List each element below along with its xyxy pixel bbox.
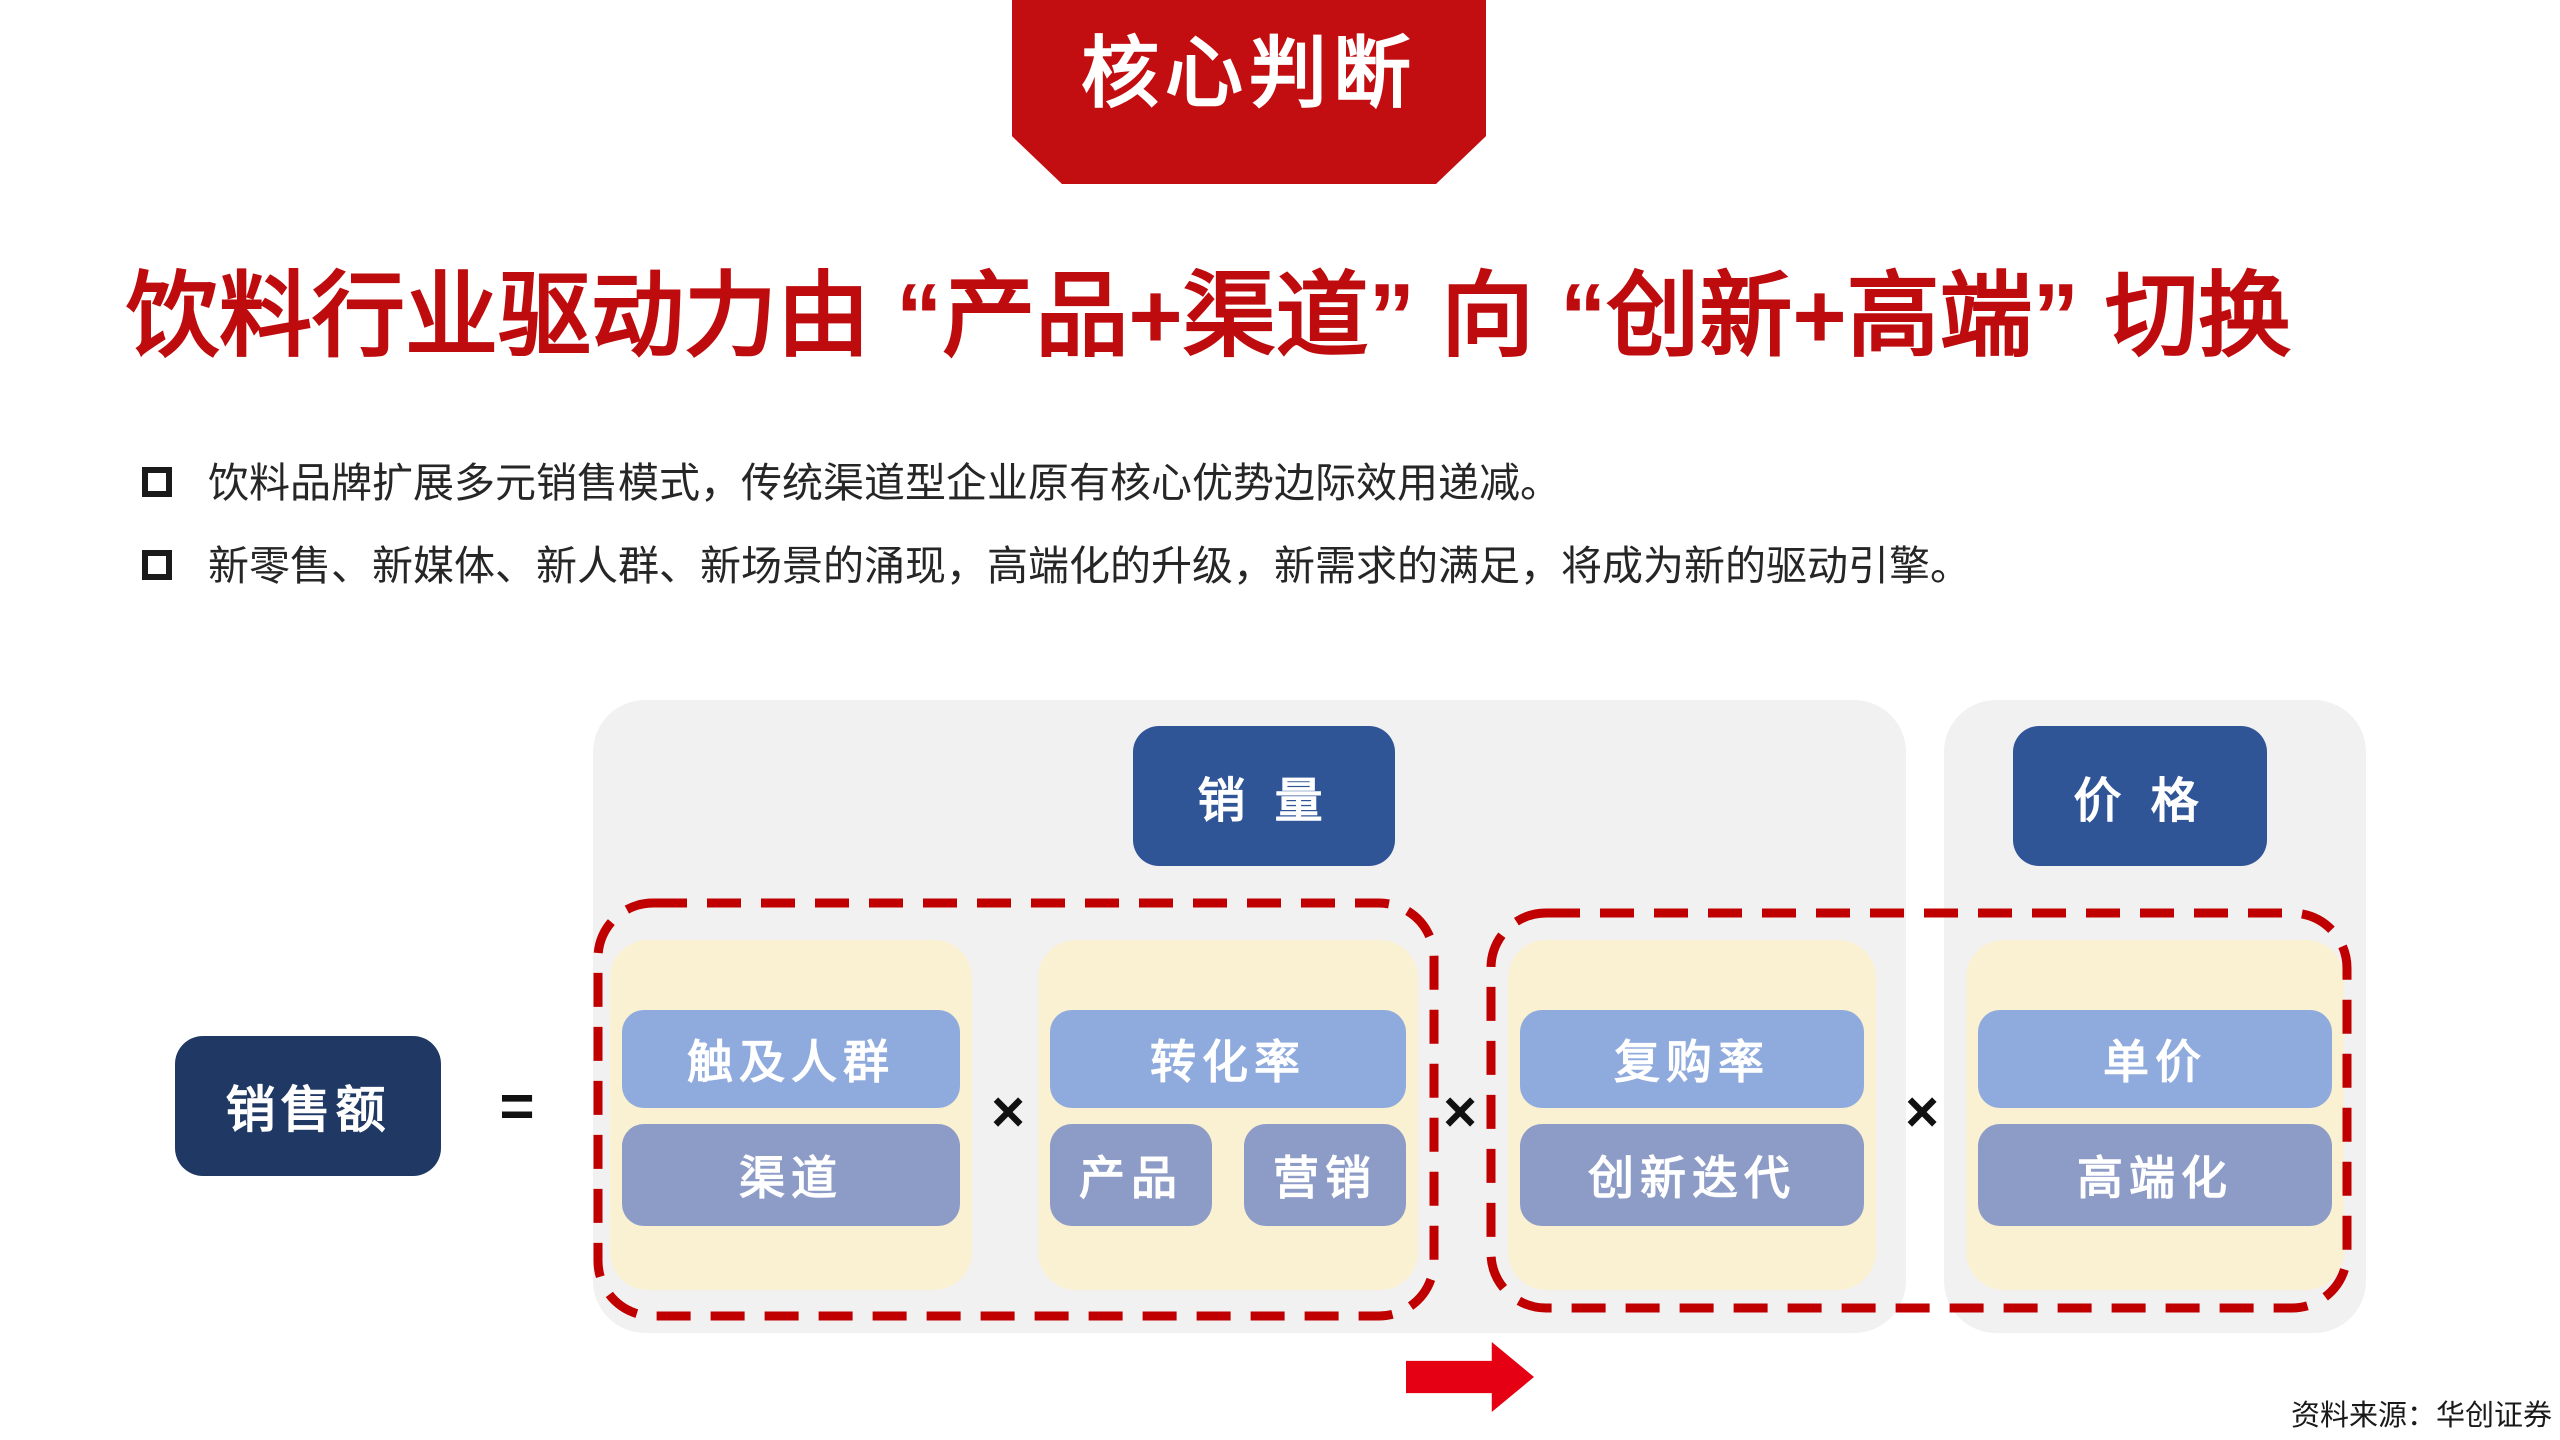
page-title: 饮料行业驱动力由 “产品+渠道” 向 “创新+高端” 切换 [126, 264, 2291, 368]
group-unit-price: 单价 高端化 [1966, 940, 2344, 1290]
factor-box-bottom: 产品 [1050, 1124, 1212, 1226]
factor-box-top: 转化率 [1050, 1010, 1406, 1108]
volume-label-box: 销 量 [1133, 726, 1395, 866]
multiply-sign: × [1443, 1079, 1477, 1145]
factor-box-bottom: 高端化 [1978, 1124, 2332, 1226]
equals-sign: = [499, 1072, 535, 1140]
factor-box-top: 触及人群 [622, 1010, 960, 1108]
core-judgment-badge: 核心判断 [1012, 0, 1486, 184]
group-repurchase: 复购率 创新迭代 [1508, 940, 1876, 1290]
volume-label: 销 量 [1197, 775, 1331, 828]
square-bullet-icon [142, 467, 172, 497]
factor-bottom-row: 高端化 [1978, 1124, 2332, 1226]
sales-amount-label: 销售额 [225, 1082, 391, 1138]
source-note: 资料来源：华创证券 [2290, 1400, 2552, 1432]
factor-box-top: 单价 [1978, 1010, 2332, 1108]
bullet-text: 饮料品牌扩展多元销售模式，传统渠道型企业原有核心优势边际效用递减。 [208, 460, 1561, 506]
multiply-sign: × [991, 1079, 1025, 1145]
red-arrow-icon [1406, 1342, 1534, 1412]
sales-amount-box: 销售额 [175, 1036, 441, 1176]
factor-box-top: 复购率 [1520, 1010, 1864, 1108]
factor-box-bottom: 创新迭代 [1520, 1124, 1864, 1226]
badge-label: 核心判断 [1080, 29, 1417, 117]
price-label: 价 格 [2073, 775, 2207, 828]
factor-bottom-row: 创新迭代 [1520, 1124, 1864, 1226]
list-item: 饮料品牌扩展多元销售模式，传统渠道型企业原有核心优势边际效用递减。 [142, 458, 2442, 509]
group-reach: 触及人群 渠道 [610, 940, 972, 1290]
key-points-list: 饮料品牌扩展多元销售模式，传统渠道型企业原有核心优势边际效用递减。 新零售、新媒… [142, 458, 2442, 625]
square-bullet-icon [142, 550, 172, 581]
multiply-sign: × [1905, 1079, 1939, 1145]
group-conversion: 转化率 产品 营销 [1038, 940, 1418, 1290]
factor-bottom-row: 产品 营销 [1050, 1124, 1406, 1226]
factor-box-bottom: 营销 [1244, 1124, 1406, 1226]
factor-bottom-row: 渠道 [622, 1124, 960, 1226]
price-label-box: 价 格 [2013, 726, 2267, 866]
bullet-text: 新零售、新媒体、新人群、新场景的涌现，高端化的升级，新需求的满足，将成为新的驱动… [208, 543, 1971, 590]
list-item: 新零售、新媒体、新人群、新场景的涌现，高端化的升级，新需求的满足，将成为新的驱动… [142, 541, 2442, 592]
factor-box-bottom: 渠道 [622, 1124, 960, 1226]
